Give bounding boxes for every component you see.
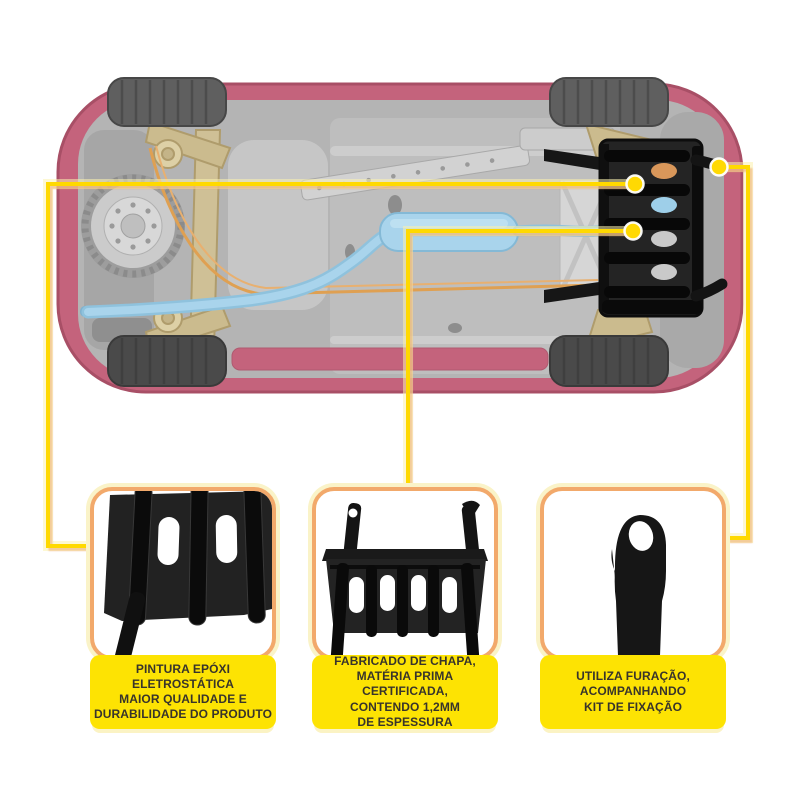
figure-frame-2 bbox=[312, 487, 498, 660]
mounting-hole bbox=[348, 508, 358, 518]
plate-slot bbox=[215, 514, 238, 563]
figure-frame-3 bbox=[540, 487, 726, 660]
plate-slot bbox=[380, 575, 395, 611]
plate-slot bbox=[651, 197, 677, 213]
plate-slot bbox=[651, 264, 677, 280]
skid-plate-front-view-image bbox=[322, 500, 488, 656]
feature-label-material: FABRICADO DE CHAPA, MATÉRIA PRIMA CERTIF… bbox=[312, 654, 498, 729]
plate-slot bbox=[411, 575, 426, 611]
rocker-panel-pink bbox=[231, 347, 549, 371]
drain-hole bbox=[448, 323, 462, 333]
mounting-leg bbox=[109, 591, 146, 656]
skid-plate-rib-closeup-image bbox=[104, 491, 272, 656]
plate-slot bbox=[651, 163, 677, 179]
plate-slot bbox=[442, 577, 457, 613]
plate-slot bbox=[651, 231, 677, 247]
plate-slot bbox=[157, 517, 180, 566]
figure-frame-1 bbox=[90, 487, 276, 660]
mounting-hole bbox=[628, 521, 654, 551]
feature-label-fixing-kit: UTILIZA FURAÇÃO, ACOMPANHANDO KIT DE FIX… bbox=[540, 655, 726, 729]
tire-rear-right bbox=[107, 335, 227, 387]
tire-front-left bbox=[549, 77, 669, 127]
tire-front-right bbox=[549, 335, 669, 387]
feature-label-paint: PINTURA EPÓXI ELETROSTÁTICA MAIOR QUALID… bbox=[90, 655, 276, 729]
muffler bbox=[379, 212, 519, 252]
tire-rear-left bbox=[107, 77, 227, 127]
mounting-bracket-closeup-image bbox=[611, 515, 666, 656]
plate-slot bbox=[349, 577, 364, 613]
car-underside-image bbox=[56, 77, 744, 394]
